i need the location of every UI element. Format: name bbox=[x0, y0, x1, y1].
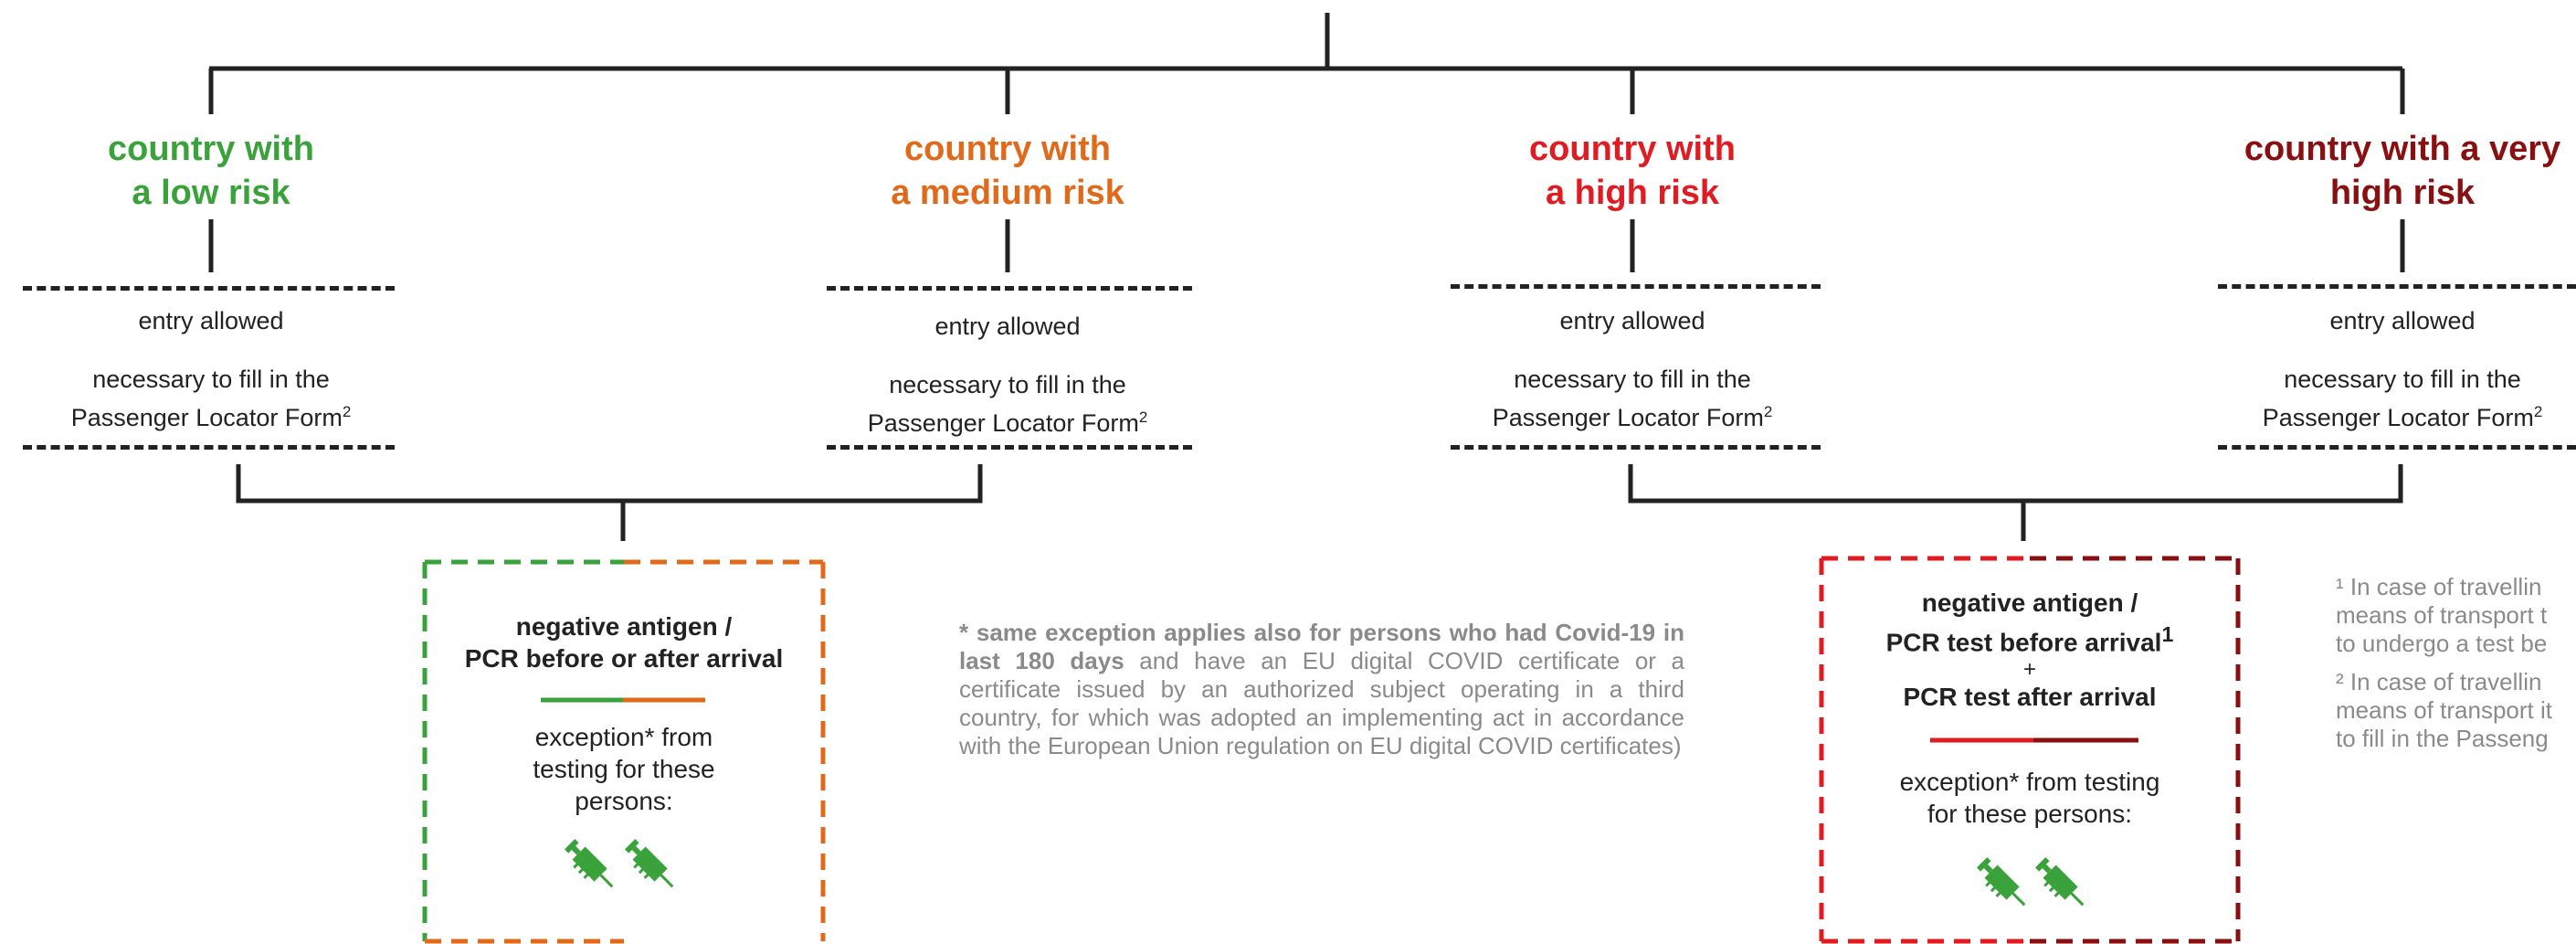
entry-allowed-medium: entry allowed bbox=[934, 313, 1081, 340]
vaccine-syringe-icon bbox=[2035, 857, 2085, 907]
test-requirement-box-right bbox=[1819, 556, 2241, 944]
entry-allowed-high: entry allowed bbox=[1559, 307, 1705, 334]
vaccine-syringe-icon bbox=[565, 839, 614, 888]
dashed-rule bbox=[1451, 445, 1821, 450]
dashed-rule bbox=[23, 286, 395, 291]
left-merge bbox=[236, 464, 983, 504]
box-right-exception: exception* from testing for these person… bbox=[1899, 768, 2160, 828]
dashed-rule bbox=[23, 445, 395, 450]
plus-sign: + bbox=[2022, 657, 2036, 683]
dashed-rule bbox=[827, 286, 1192, 291]
vaccine-syringe-icon bbox=[1977, 857, 2026, 907]
dashed-rule bbox=[2218, 284, 2576, 289]
box-left-exception: exception* from testing for these person… bbox=[533, 723, 715, 815]
footnote-1: ¹ In case of travellin means of transpor… bbox=[2336, 573, 2548, 657]
form-requirement-medium: necessary to fill in the Passenger Locat… bbox=[867, 371, 1148, 437]
box-left-heading: negative antigen / PCR before or after a… bbox=[464, 612, 784, 673]
dashed-rule bbox=[2218, 445, 2576, 450]
test-requirement-box-left bbox=[422, 559, 826, 944]
vaccine-syringe-icon bbox=[625, 839, 674, 888]
category-title-high: country with a high risk bbox=[1529, 130, 1736, 212]
category-title-medium: country with a medium risk bbox=[891, 130, 1124, 212]
footnote-2: ² In case of travellin means of transpor… bbox=[2336, 668, 2552, 752]
category-title-very-high: country with a very high risk bbox=[2243, 130, 2561, 212]
entry-allowed-very-high: entry allowed bbox=[2329, 307, 2476, 334]
box-right-heading: negative antigen / PCR test before arriv… bbox=[1819, 587, 2241, 713]
dashed-rule bbox=[1451, 284, 1821, 289]
form-requirement-high: necessary to fill in the Passenger Locat… bbox=[1492, 366, 1773, 431]
right-merge bbox=[1628, 464, 2403, 504]
entry-allowed-low: entry allowed bbox=[138, 307, 284, 334]
dashed-rule bbox=[827, 445, 1192, 450]
form-requirement-low: necessary to fill in the Passenger Locat… bbox=[70, 366, 352, 431]
category-title-low: country with a low risk bbox=[108, 130, 314, 212]
form-requirement-very-high: necessary to fill in the Passenger Locat… bbox=[2262, 366, 2543, 431]
exception-note: * same exception applies also for person… bbox=[959, 619, 1684, 759]
